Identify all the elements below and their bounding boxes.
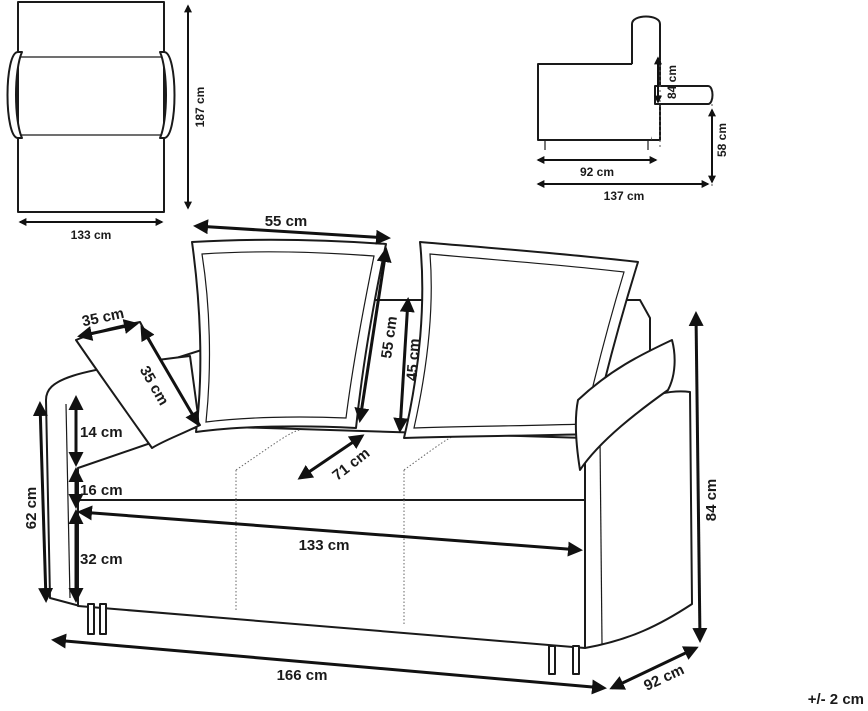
total-side-height-label: 62 cm	[23, 487, 40, 530]
total-depth-label: 92 cm	[641, 661, 687, 694]
side-back-height-label: 84 cm	[665, 65, 679, 99]
leg-front-right-2	[572, 645, 580, 675]
side-extended-label: 137 cm	[604, 189, 645, 203]
pillow-left	[191, 238, 387, 433]
top-view-right-arm	[159, 51, 176, 139]
arm-height-label: 14 cm	[80, 424, 123, 441]
top-width-label: 133 cm	[71, 228, 112, 242]
leg-front-left	[87, 603, 95, 635]
main-view: 55 cm 55 cm 45 cm 35 cm 35 cm 14 cm 16 c…	[23, 213, 720, 695]
seat-width-label: 133 cm	[299, 537, 350, 554]
top-view-outline	[17, 1, 165, 213]
side-view-backrest	[631, 15, 661, 141]
side-view-pullout	[654, 85, 714, 105]
side-view-body	[537, 63, 653, 141]
total-width-label: 166 cm	[277, 667, 328, 684]
pillow-width-label: 55 cm	[265, 213, 308, 230]
side-depth-label: 92 cm	[580, 165, 614, 179]
top-view-left-arm	[6, 51, 23, 139]
side-view: 84 cm 58 cm 92 cm 137 cm	[536, 15, 729, 203]
top-depth-label: 187 cm	[193, 87, 207, 128]
top-view: 187 cm 133 cm	[6, 1, 207, 242]
base-height-label: 32 cm	[80, 551, 123, 568]
seat-thickness-label: 16 cm	[80, 482, 123, 499]
small-pillow-right	[574, 339, 676, 471]
sofa-base	[77, 499, 586, 649]
back-height-label: 45 cm	[404, 338, 424, 382]
side-seat-height-label: 58 cm	[715, 123, 729, 157]
leg-front-right	[548, 645, 556, 675]
total-height-label: 84 cm	[703, 479, 720, 522]
tolerance-label: +/- 2 cm	[808, 691, 864, 708]
leg-front-left-2	[99, 603, 107, 635]
